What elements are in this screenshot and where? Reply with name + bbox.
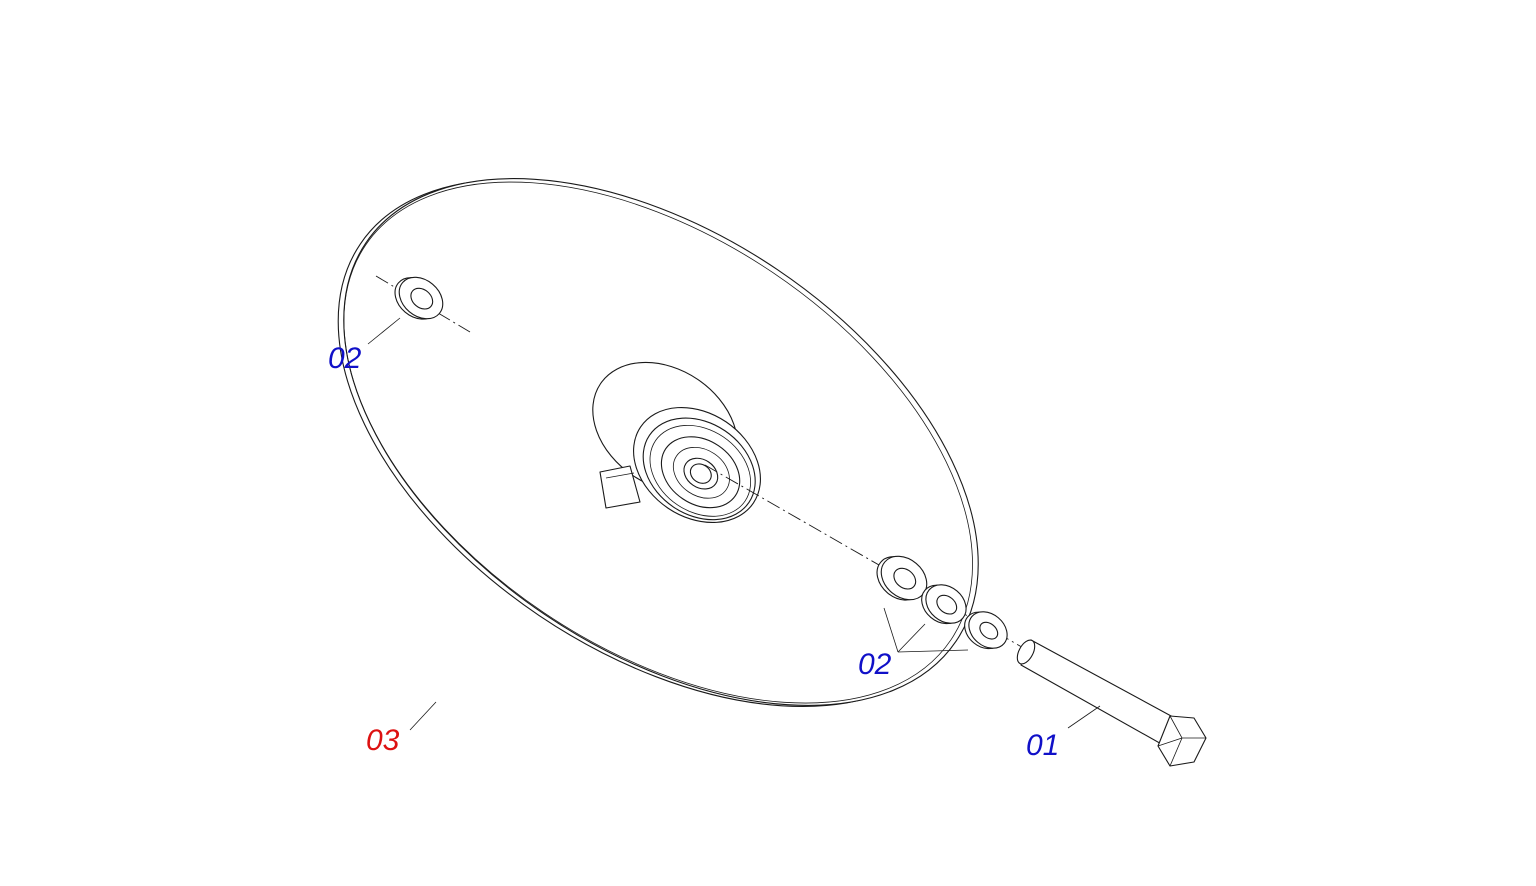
callout-labels: 02 02 01 03	[328, 342, 1059, 762]
leader-lines	[367, 317, 1101, 731]
callout-02-washer-stack: 02	[858, 648, 892, 681]
callout-02-back-washer: 02	[328, 342, 362, 375]
washer-back	[394, 276, 444, 320]
callout-01-bolt: 01	[1026, 729, 1059, 762]
bearing-hub	[592, 361, 761, 524]
hex-bolt	[1016, 639, 1207, 767]
washer-stack	[876, 555, 1008, 650]
callout-03-disc: 03	[366, 724, 400, 757]
